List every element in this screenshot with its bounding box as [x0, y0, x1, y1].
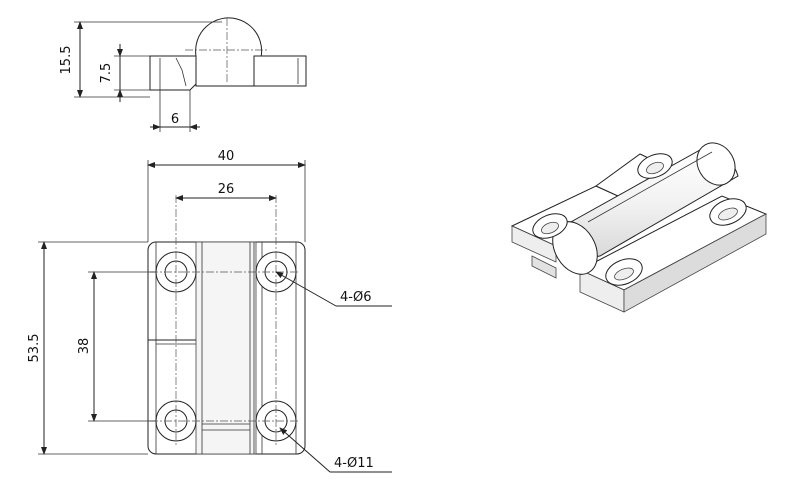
iso-left-leaf-front [511, 225, 557, 263]
dim-side-height-label: 15.5 [59, 46, 74, 75]
isometric-view [510, 142, 768, 313]
front-view: 40 26 53.5 38 4-Ø6 4-Ø11 [27, 149, 392, 473]
dim-overall-height-label: 53.5 [27, 334, 42, 363]
side-view-right-leaf [253, 55, 307, 87]
callout-large-holes: 4-Ø11 [334, 456, 374, 471]
dim-overall-width-label: 40 [218, 149, 235, 164]
iso-hole-1 [532, 213, 568, 239]
side-view-knuckle [195, 17, 263, 87]
dim-hole-spacing-y-label: 38 [77, 338, 92, 355]
iso-right-leaf-side [623, 213, 767, 313]
iso-hole-3 [605, 258, 643, 286]
dim-side-offset-label: 6 [171, 112, 179, 127]
side-view-left-leaf [149, 55, 197, 91]
iso-hole-2 [637, 153, 673, 179]
front-view-knuckle [195, 241, 257, 455]
iso-hole-4 [709, 198, 747, 226]
dim-hole-spacing-x-label: 26 [218, 182, 235, 197]
callout-small-holes: 4-Ø6 [340, 290, 371, 305]
dim-side-knuckle-label: 7.5 [99, 63, 114, 84]
side-view: 15.5 7.5 6 [59, 17, 307, 132]
